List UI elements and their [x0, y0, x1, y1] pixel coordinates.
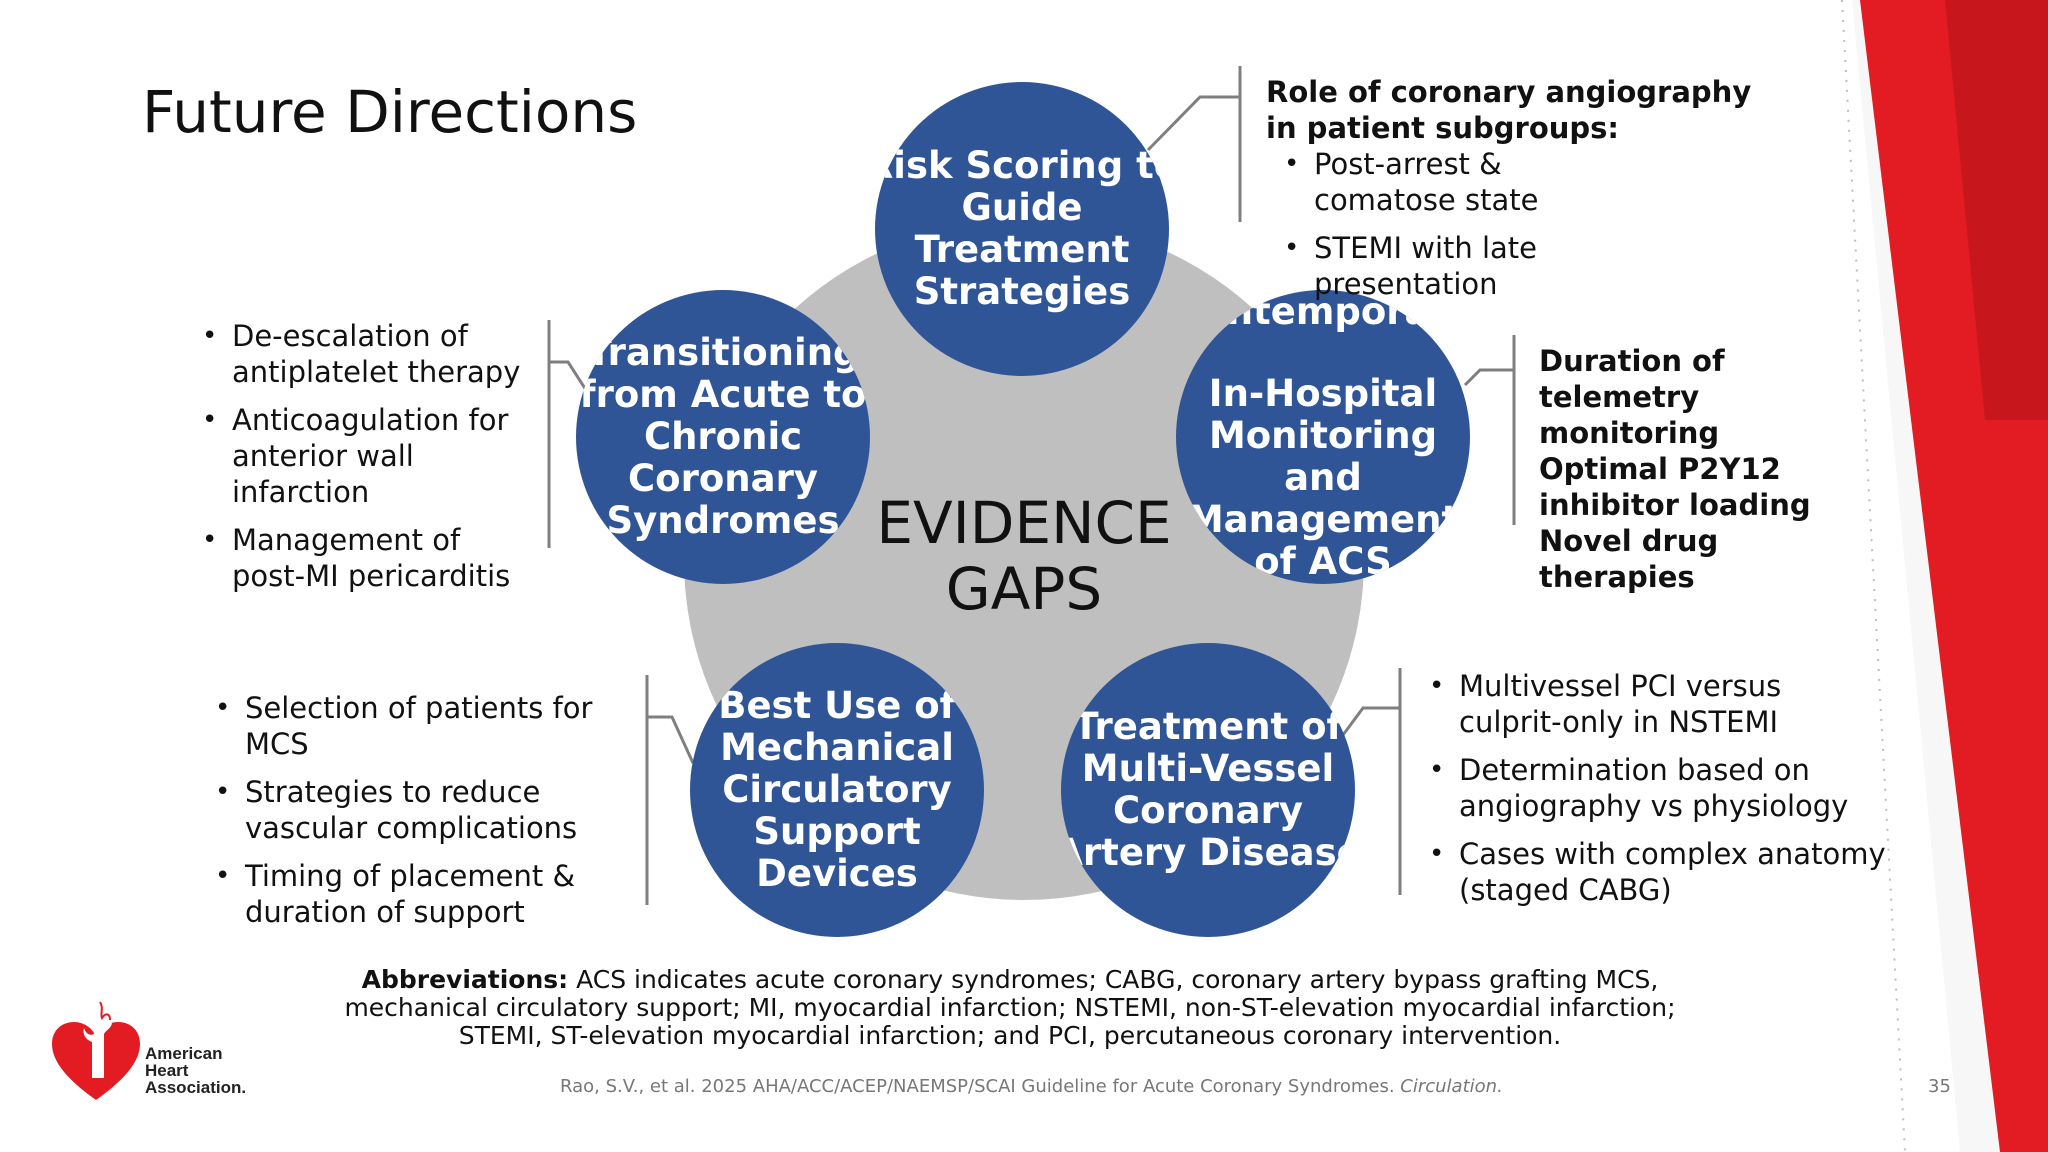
- callout-monitoring-line: Novel drug: [1539, 524, 1719, 558]
- node-transitioning: Transitioning from Acute to Chronic Coro…: [576, 290, 870, 584]
- node-mcs-line: Support: [753, 810, 921, 853]
- logo-line: Heart: [145, 1061, 189, 1080]
- callout-acute-chronic-list: De-escalation of antiplatelet therapy An…: [202, 318, 532, 606]
- page-number: 35: [1928, 1076, 1951, 1097]
- node-transition-line: Coronary: [628, 457, 818, 500]
- callout-monitoring-line: inhibitor loading: [1539, 488, 1811, 522]
- node-multivessel: Treatment of Multi-Vessel Coronary Arter…: [1061, 643, 1355, 937]
- callout-monitoring-line: monitoring: [1539, 416, 1720, 450]
- callout-monitoring-line: Duration of: [1539, 344, 1725, 378]
- node-multivessel-line: Coronary: [1113, 789, 1303, 832]
- node-multivessel-line: Multi-Vessel: [1081, 747, 1335, 790]
- callout-angiography-list: Post-arrest & comatose state STEMI with …: [1284, 146, 1644, 314]
- list-item: Selection of patients for MCS: [215, 690, 615, 762]
- logo-line: American: [145, 1044, 223, 1063]
- callout-monitoring-line: therapies: [1539, 560, 1695, 594]
- decor-dark-red: [1945, 0, 2048, 420]
- node-risk-scoring: Risk Scoring to Guide Treatment Strategi…: [875, 82, 1169, 376]
- node-contemporary-monitoring: Contemporary In-Hospital Monitoring and …: [1176, 290, 1470, 584]
- callout-multivessel-list: Multivessel PCI versus culprit-only in N…: [1429, 668, 1889, 920]
- node-contemporary-line: Management: [1186, 498, 1460, 541]
- node-multivessel-line: Treatment of: [1073, 705, 1343, 748]
- callout-monitoring-line: telemetry: [1539, 380, 1700, 414]
- hub-label: EVIDENCE GAPS: [864, 490, 1184, 622]
- node-mcs-line: Devices: [756, 852, 918, 895]
- callout-angiography-heading: Role of coronary angiography in patient …: [1266, 74, 1751, 146]
- node-risk-line: Strategies: [913, 270, 1131, 313]
- node-mechanical-support: Best Use of Mechanical Circulatory Suppo…: [690, 643, 984, 937]
- list-item: Multivessel PCI versus culprit-only in N…: [1429, 668, 1889, 740]
- hub-label-line2: GAPS: [945, 555, 1103, 623]
- logo-torch: [83, 1004, 112, 1078]
- citation-journal: Circulation.: [1400, 1076, 1503, 1097]
- list-item: Strategies to reduce vascular complicati…: [215, 774, 615, 846]
- list-item: Anticoagulation for anterior wall infarc…: [202, 402, 532, 510]
- callout-monitoring-line: Optimal P2Y12: [1539, 452, 1781, 486]
- node-transition-line: Chronic: [643, 415, 803, 458]
- node-mcs-line: Circulatory: [722, 768, 952, 811]
- list-item: STEMI with late presentation: [1284, 230, 1644, 302]
- list-item: Cases with complex anatomy (staged CABG): [1429, 836, 1889, 908]
- page-title: Future Directions: [142, 78, 638, 146]
- list-item: De-escalation of antiplatelet therapy: [202, 318, 532, 390]
- callout-angiography-heading-line1: Role of coronary angiography: [1266, 75, 1752, 109]
- node-contemporary-line: and: [1284, 456, 1362, 499]
- logo-line: Association.: [145, 1078, 247, 1097]
- callout-mcs-list: Selection of patients for MCS Strategies…: [215, 690, 615, 942]
- node-transition-line: Transitioning: [586, 331, 860, 374]
- callout-angiography-heading-line2: in patient subgroups:: [1266, 111, 1619, 145]
- node-risk-line: Risk Scoring to: [875, 144, 1169, 187]
- node-contemporary-line: Monitoring: [1208, 414, 1438, 457]
- hub-label-line1: EVIDENCE: [876, 489, 1172, 557]
- list-item: Post-arrest & comatose state: [1284, 146, 1644, 218]
- aha-logo-icon: [52, 1001, 140, 1100]
- list-item: Timing of placement & duration of suppor…: [215, 858, 615, 930]
- decor-dotted-line: [1841, 0, 1906, 1152]
- node-transition-line: Syndromes: [606, 499, 840, 542]
- node-transition-line: from Acute to: [579, 373, 867, 416]
- abbreviations-text: ACS indicates acute coronary syndromes; …: [344, 965, 1676, 1050]
- node-mcs-line: Best Use of: [718, 684, 956, 727]
- abbreviations-label: Abbreviations:: [361, 965, 569, 994]
- node-multivessel-line: Artery Disease: [1061, 831, 1355, 874]
- node-contemporary-line: of ACS: [1254, 540, 1392, 583]
- logo-flame: [99, 1001, 111, 1021]
- abbreviations-note: Abbreviations: ACS indicates acute coron…: [300, 966, 1720, 1050]
- node-contemporary-line: In-Hospital: [1208, 372, 1438, 415]
- node-risk-line: Guide: [961, 186, 1083, 229]
- node-risk-line: Treatment: [914, 228, 1130, 271]
- list-item: Determination based on angiography vs ph…: [1429, 752, 1889, 824]
- citation-text: Rao, S.V., et al. 2025 AHA/ACC/ACEP/NAEM…: [560, 1076, 1401, 1097]
- citation: Rao, S.V., et al. 2025 AHA/ACC/ACEP/NAEM…: [560, 1076, 1503, 1097]
- logo-wordmark: American Heart Association.: [145, 1045, 246, 1096]
- node-mcs-line: Mechanical: [720, 726, 954, 769]
- list-item: Management of post-MI pericarditis: [202, 522, 532, 594]
- callout-monitoring: Duration of telemetry monitoring Optimal…: [1539, 343, 1811, 595]
